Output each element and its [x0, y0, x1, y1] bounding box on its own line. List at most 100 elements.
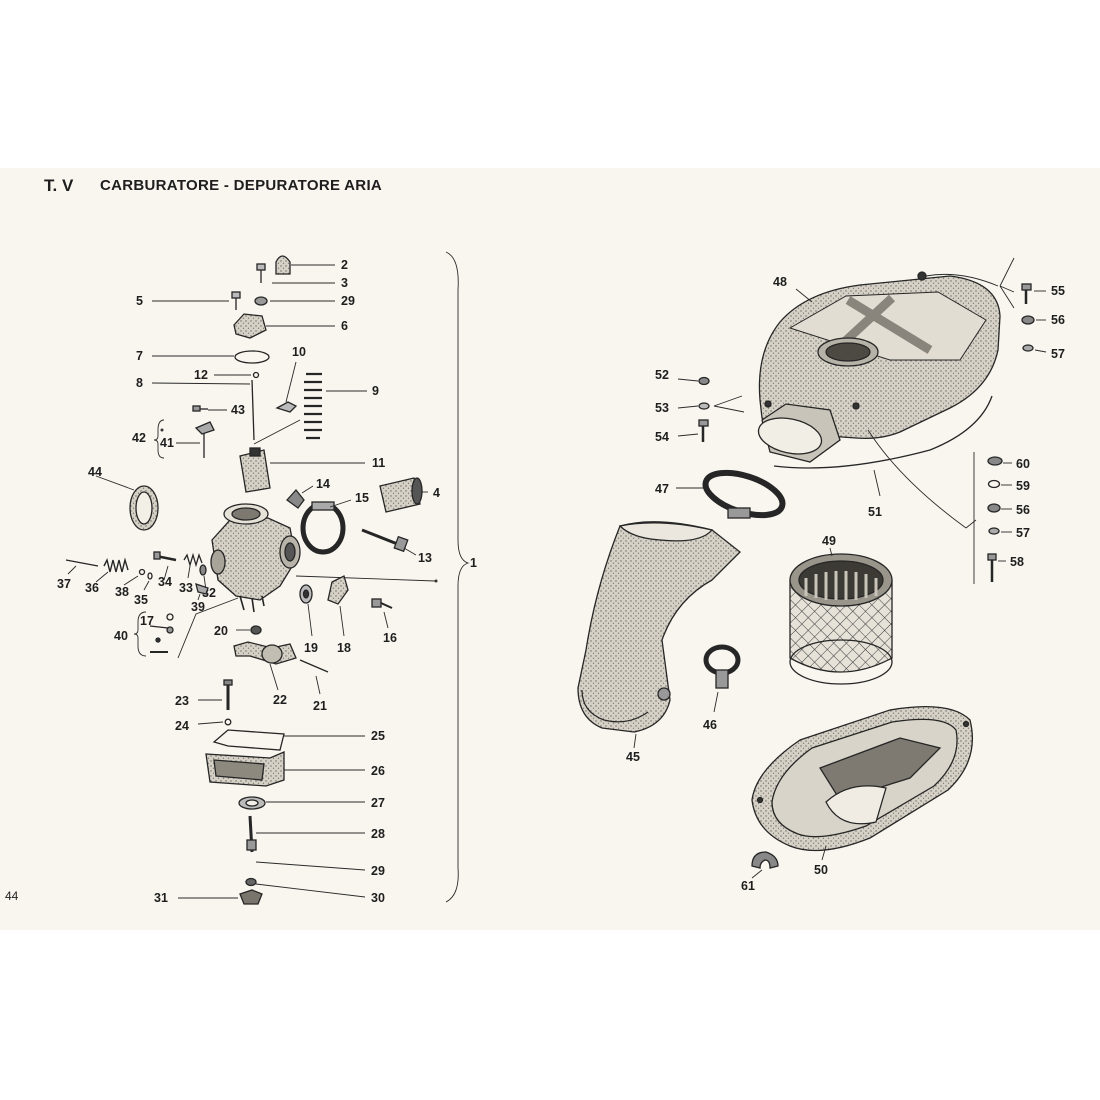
part-lever-41 [194, 421, 215, 458]
label-60: 60 [1016, 457, 1030, 471]
part-ring-44 [129, 485, 159, 531]
label-11: 11 [372, 456, 385, 470]
part-filter-element-49 [789, 553, 893, 685]
part-intake-duct-45 [577, 521, 741, 733]
label-24: 24 [175, 719, 189, 733]
part-strap-51 [773, 395, 993, 469]
label-56-top: 56 [1051, 313, 1065, 327]
part-35 [147, 572, 153, 580]
part-group-40 [149, 613, 174, 653]
part-washer-30 [245, 877, 257, 887]
label-8: 8 [136, 376, 143, 390]
label-53: 53 [655, 401, 669, 415]
page-number: 44 [5, 889, 19, 903]
part-screw-3 [256, 263, 266, 283]
part-spring-9 [304, 372, 322, 440]
part-base-plate-50 [751, 706, 973, 852]
page-title: CARBURATORE - DEPURATORE ARIA [100, 177, 383, 194]
part-clamp-46 [703, 644, 741, 689]
part-screw-43 [192, 405, 208, 412]
part-valve-23 [223, 679, 233, 710]
label-23: 23 [175, 694, 189, 708]
part-ring-27 [238, 796, 266, 810]
carburettor-parts: 2 3 5 29 6 7 12 8 [57, 255, 440, 905]
label-21: 21 [313, 699, 327, 713]
label-25: 25 [371, 729, 385, 743]
part-fitting-18 [327, 575, 349, 605]
label-17: 17 [140, 614, 154, 628]
label-35: 35 [134, 593, 148, 607]
label-27: 27 [371, 796, 385, 810]
part-washer-24 [224, 718, 232, 726]
label-12: 12 [194, 368, 208, 382]
label-44: 44 [88, 465, 102, 479]
part-38 [138, 568, 146, 576]
label-2: 2 [341, 258, 348, 272]
label-22: 22 [273, 693, 287, 707]
part-washer-57b [988, 527, 1000, 535]
label-55: 55 [1051, 284, 1065, 298]
part-spring-36 [103, 557, 129, 573]
label-57-top: 57 [1051, 347, 1065, 361]
label-31: 31 [154, 891, 168, 905]
label-10: 10 [292, 345, 306, 359]
label-39: 39 [191, 600, 205, 614]
part-14 [286, 488, 305, 509]
part-jet-28 [246, 815, 257, 853]
part-needle-8 [251, 379, 255, 441]
part-float-bowl-26 [205, 751, 285, 787]
part-39 [195, 583, 209, 595]
part-20 [250, 625, 262, 635]
label-19: 19 [304, 641, 318, 655]
part-clip-12 [252, 371, 260, 379]
part-float-22 [233, 641, 297, 665]
label-7: 7 [136, 349, 143, 363]
label-51: 51 [868, 505, 882, 519]
label-28: 28 [371, 827, 385, 841]
part-cap-2 [275, 255, 291, 275]
part-screw-5 [231, 291, 241, 310]
part-clip-61 [751, 851, 779, 869]
label-56-bottom: 56 [1016, 503, 1030, 517]
label-46: 46 [703, 718, 717, 732]
label-6: 6 [341, 319, 348, 333]
part-pin-21 [299, 659, 329, 673]
part-washer-56b [987, 503, 1001, 513]
label-26: 26 [371, 764, 385, 778]
label-57-bottom: 57 [1016, 526, 1030, 540]
part-plug-31 [239, 889, 263, 905]
assembly-bracket [445, 251, 470, 903]
label-9: 9 [372, 384, 379, 398]
label-13: 13 [418, 551, 432, 565]
part-clamp-47 [702, 469, 786, 519]
part-screw-16 [371, 598, 393, 609]
part-34 [153, 551, 177, 562]
part-washer-56 [1021, 315, 1035, 325]
part-clamp-15 [300, 501, 346, 555]
part-retainer-10 [275, 401, 298, 413]
label-16: 16 [383, 631, 397, 645]
label-52: 52 [655, 368, 669, 382]
label-15: 15 [355, 491, 369, 505]
assembly-label: 1 [470, 556, 477, 570]
bracket-42 [153, 419, 165, 459]
label-29-top: 29 [341, 294, 355, 308]
label-40: 40 [114, 629, 128, 643]
label-36: 36 [85, 581, 99, 595]
label-34: 34 [158, 575, 172, 589]
table-code: T. V [44, 176, 74, 195]
part-nut-60 [987, 456, 1003, 466]
label-30: 30 [371, 891, 385, 905]
part-37 [65, 559, 99, 567]
part-gasket-25 [212, 729, 285, 751]
part-washer-52 [698, 376, 710, 386]
label-5: 5 [136, 294, 143, 308]
label-3: 3 [341, 276, 348, 290]
part-bolt-13 [361, 528, 409, 553]
part-washer-57 [1022, 344, 1034, 352]
part-32 [199, 564, 207, 576]
label-47: 47 [655, 482, 669, 496]
label-29-bottom: 29 [371, 864, 385, 878]
label-41: 41 [160, 436, 174, 450]
label-49: 49 [822, 534, 836, 548]
